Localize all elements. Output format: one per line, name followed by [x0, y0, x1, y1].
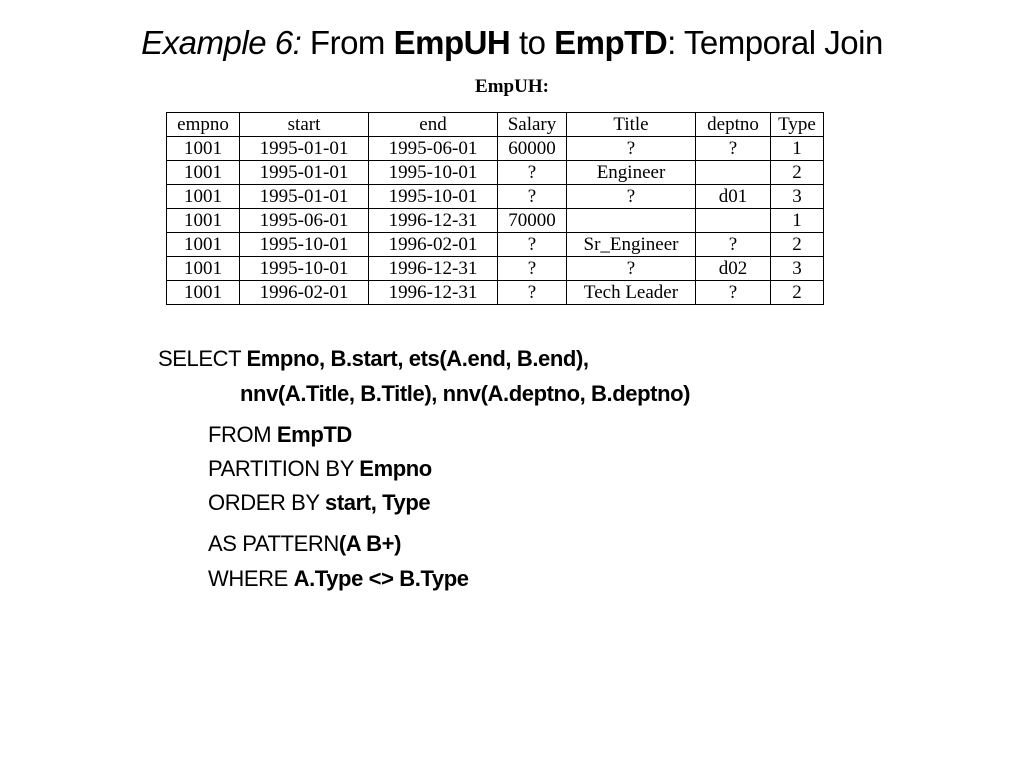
title-source: EmpUH: [393, 24, 511, 61]
sql-where-operator: <>: [362, 566, 400, 591]
header-end: end: [368, 112, 498, 137]
cell-type: 3: [770, 256, 824, 281]
cell-deptno: d01: [695, 184, 771, 209]
sql-pattern-keyword: AS PATTERN: [208, 531, 339, 556]
sql-from-line: FROM EmpTD: [208, 422, 352, 448]
cell-start: 1995-01-01: [239, 136, 369, 161]
cell-salary: ?: [497, 256, 567, 281]
cell-deptno: ?: [695, 232, 771, 257]
header-type: Type: [770, 112, 824, 137]
cell-deptno: [695, 208, 771, 233]
cell-type: 1: [770, 136, 824, 161]
sql-select-columns-2: nnv(A.Title, B.Title), nnv(A.deptno, B.d…: [240, 381, 691, 406]
cell-end: 1996-02-01: [368, 232, 498, 257]
cell-type: 1: [770, 208, 824, 233]
sql-partition-column: Empno: [359, 456, 432, 481]
sql-from-table: EmpTD: [276, 422, 352, 447]
cell-salary: 70000: [497, 208, 567, 233]
header-deptno: deptno: [695, 112, 771, 137]
cell-salary: ?: [497, 232, 567, 257]
sql-select-line-2: nnv(A.Title, B.Title), nnv(A.deptno, B.d…: [240, 381, 690, 407]
sql-where-line: WHERE A.Type <> B.Type: [208, 566, 469, 592]
cell-empno: 1001: [166, 184, 240, 209]
cell-start: 1995-10-01: [239, 256, 369, 281]
cell-end: 1995-10-01: [368, 184, 498, 209]
cell-end: 1996-12-31: [368, 256, 498, 281]
title-suffix: : Temporal Join: [667, 24, 883, 61]
header-start: start: [239, 112, 369, 137]
cell-end: 1996-12-31: [368, 280, 498, 305]
cell-deptno: ?: [695, 280, 771, 305]
table-caption: EmpUH:: [475, 76, 549, 97]
cell-empno: 1001: [166, 136, 240, 161]
cell-title: Sr_Engineer: [566, 232, 696, 257]
cell-end: 1995-10-01: [368, 160, 498, 185]
cell-title: ?: [566, 184, 696, 209]
sql-order-columns: start, Type: [325, 490, 431, 515]
cell-title: Tech Leader: [566, 280, 696, 305]
cell-start: 1995-01-01: [239, 184, 369, 209]
cell-empno: 1001: [166, 232, 240, 257]
cell-type: 3: [770, 184, 824, 209]
sql-pattern-value: (A B+): [338, 531, 402, 556]
slide-title: Example 6: From EmpUH to EmpTD: Temporal…: [0, 24, 1024, 62]
cell-start: 1995-06-01: [239, 208, 369, 233]
title-to-word: to: [518, 24, 546, 61]
header-salary: Salary: [497, 112, 567, 137]
cell-start: 1996-02-01: [239, 280, 369, 305]
title-prefix: Example 6:: [141, 24, 302, 61]
table-header-row: empno start end Salary Title deptno Type: [166, 112, 824, 137]
sql-where-left: A.Type: [293, 566, 364, 591]
sql-from-keyword: FROM: [208, 422, 277, 447]
empuh-table: empno start end Salary Title deptno Type…: [166, 112, 824, 305]
title-from-word: From: [309, 24, 386, 61]
title-target: EmpTD: [554, 24, 668, 61]
cell-start: 1995-10-01: [239, 232, 369, 257]
sql-select-columns: Empno, B.start, ets(A.end, B.end),: [246, 346, 590, 371]
header-empno: empno: [166, 112, 240, 137]
cell-deptno: d02: [695, 256, 771, 281]
cell-type: 2: [770, 160, 824, 185]
cell-title: ?: [566, 256, 696, 281]
cell-end: 1996-12-31: [368, 208, 498, 233]
cell-salary: 60000: [497, 136, 567, 161]
cell-deptno: ?: [695, 136, 771, 161]
cell-type: 2: [770, 232, 824, 257]
cell-start: 1995-01-01: [239, 160, 369, 185]
sql-order-line: ORDER BY start, Type: [208, 490, 431, 516]
cell-end: 1995-06-01: [368, 136, 498, 161]
sql-select-line: SELECT Empno, B.start, ets(A.end, B.end)…: [158, 346, 589, 372]
cell-empno: 1001: [166, 208, 240, 233]
sql-partition-line: PARTITION BY Empno: [208, 456, 432, 482]
cell-empno: 1001: [166, 160, 240, 185]
cell-deptno: [695, 160, 771, 185]
cell-salary: ?: [497, 280, 567, 305]
cell-empno: 1001: [166, 256, 240, 281]
sql-where-right: B.Type: [399, 566, 469, 591]
sql-order-keyword: ORDER BY: [208, 490, 326, 515]
sql-pattern-line: AS PATTERN(A B+): [208, 531, 401, 557]
cell-salary: ?: [497, 160, 567, 185]
sql-select-keyword: SELECT: [158, 346, 247, 371]
sql-where-keyword: WHERE: [208, 566, 294, 591]
cell-title: ?: [566, 136, 696, 161]
cell-empno: 1001: [166, 280, 240, 305]
header-title: Title: [566, 112, 696, 137]
cell-title: [566, 208, 696, 233]
sql-partition-keyword: PARTITION BY: [208, 456, 360, 481]
cell-salary: ?: [497, 184, 567, 209]
cell-type: 2: [770, 280, 824, 305]
cell-title: Engineer: [566, 160, 696, 185]
